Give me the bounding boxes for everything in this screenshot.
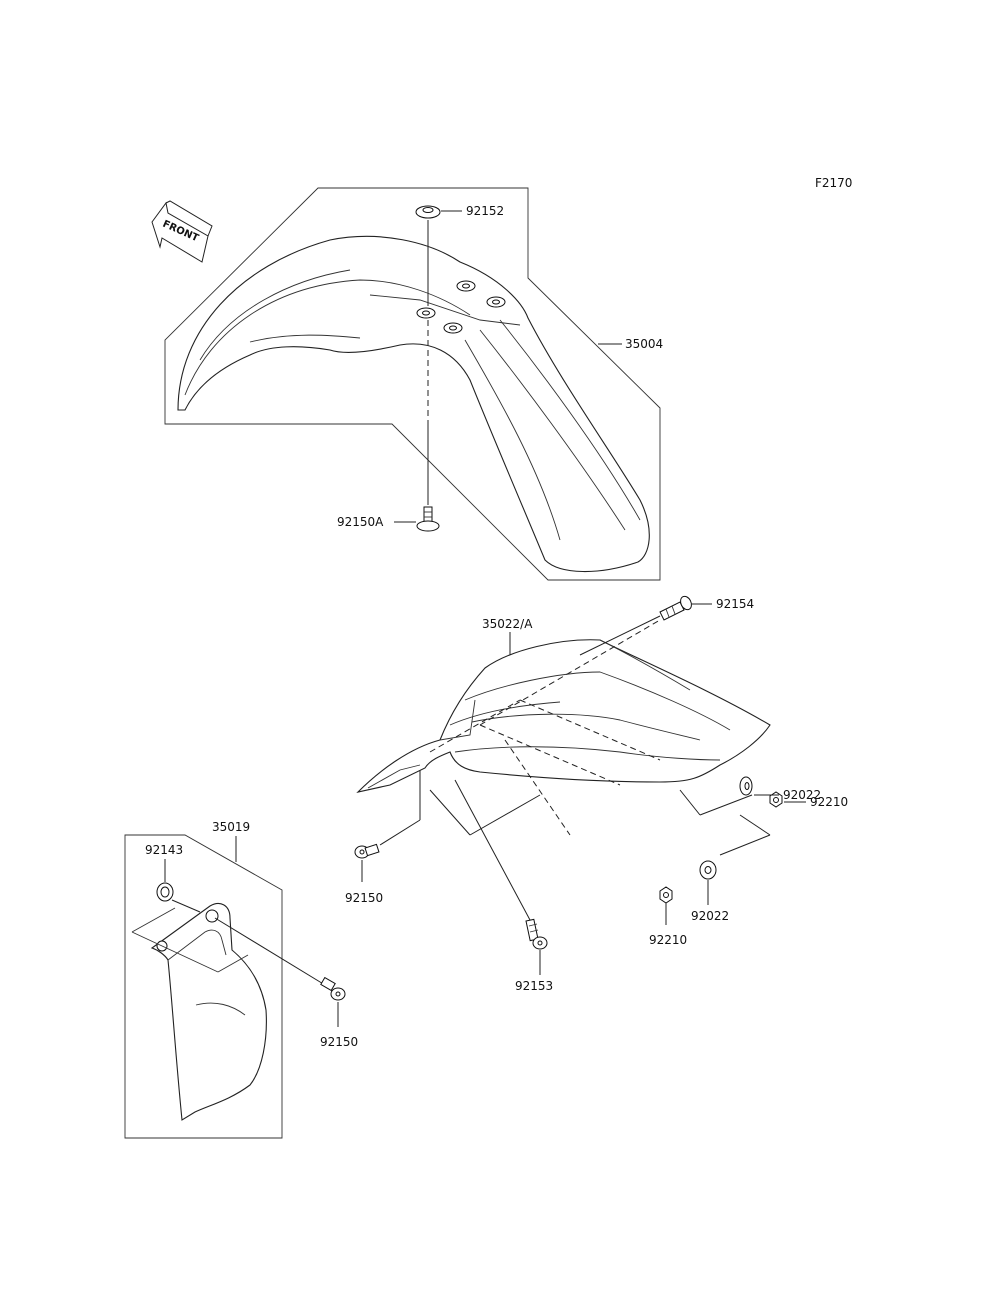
label-92143: 92143 [145, 843, 183, 857]
washer-92152-icon [415, 205, 441, 219]
front-fender-group: 92152 92150A 35004 [164, 187, 663, 581]
figure-code: F2170 [815, 176, 852, 190]
label-92154: 92154 [716, 597, 754, 611]
bolt-92153-icon [525, 918, 548, 950]
label-92022-lower: 92022 [691, 909, 729, 923]
bolt-92150A-icon [416, 506, 440, 532]
label-92210-lower: 92210 [649, 933, 687, 947]
label-35004: 35004 [625, 337, 663, 351]
label-92150A: 92150A [337, 515, 384, 529]
washer-92022-upper-icon [739, 776, 753, 796]
label-92210-upper: 92210 [810, 795, 848, 809]
bolt-92150-flap-icon [320, 976, 346, 1001]
nut-92210-upper-icon [769, 791, 783, 808]
front-fender-35004 [177, 235, 650, 573]
front-arrow-icon: FRONT [151, 200, 213, 263]
bolt-92154-icon [659, 595, 692, 621]
nut-92210-lower-icon [659, 886, 673, 904]
mud-flap-frame [124, 834, 283, 1139]
rear-fender-group: 92154 35022/A 92210 92022 92022 [345, 595, 848, 993]
grommet-92143-icon [156, 882, 174, 902]
label-35019: 35019 [212, 820, 250, 834]
washer-92022-lower-icon [699, 860, 717, 880]
front-fender-frame [164, 187, 661, 581]
bolt-92150-rear-icon [354, 843, 380, 859]
mud-flap-group: 35019 92143 92150 [124, 820, 358, 1139]
mud-flap-35019 [150, 902, 267, 1121]
label-35022A: 35022/A [482, 617, 533, 631]
label-92150-rear: 92150 [345, 891, 383, 905]
rear-fender-35022A [356, 639, 771, 793]
label-92022-upper: 92022 [783, 788, 821, 802]
label-92153: 92153 [515, 979, 553, 993]
label-92152: 92152 [466, 204, 504, 218]
label-92150-flap: 92150 [320, 1035, 358, 1049]
